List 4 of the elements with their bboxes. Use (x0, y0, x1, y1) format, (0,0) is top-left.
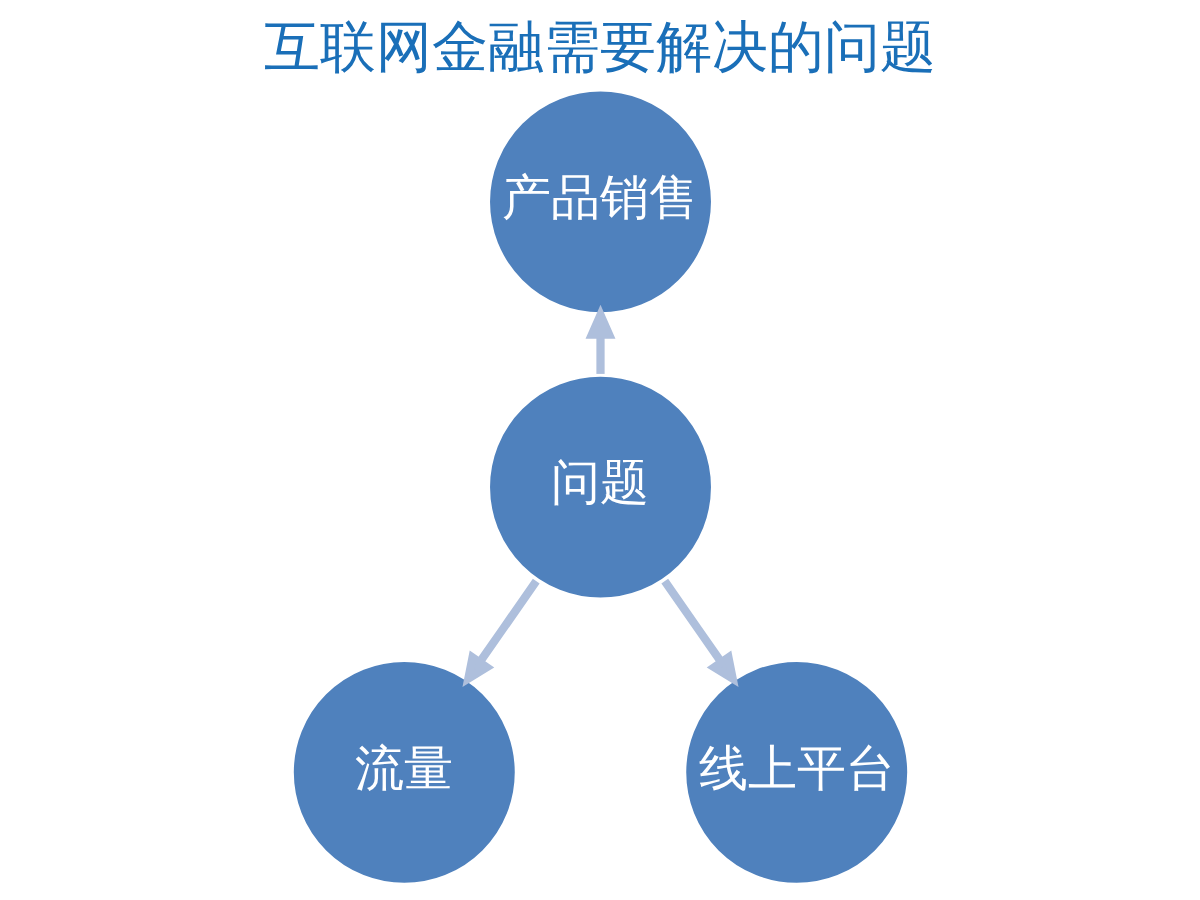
arrow (585, 304, 615, 374)
arrow (462, 578, 540, 688)
diagram-title: 互联网金融需要解决的问题 (264, 14, 936, 80)
arrow (660, 578, 738, 688)
